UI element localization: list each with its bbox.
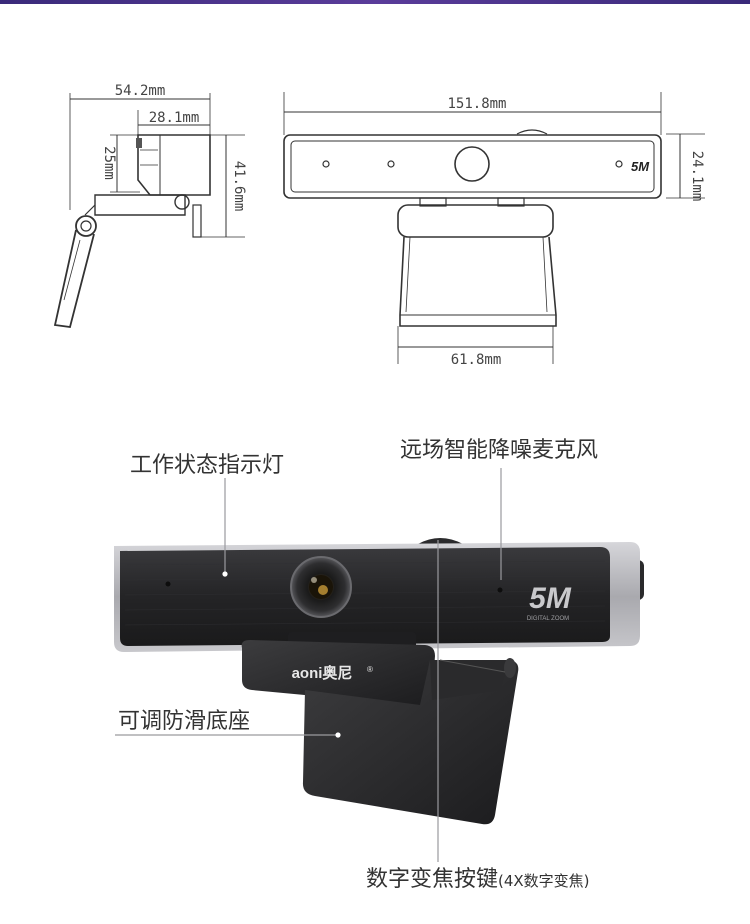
- front-view-diagram: [283, 92, 705, 364]
- front-width-label: 151.8mm: [447, 96, 506, 112]
- top-accent-bar: [0, 0, 750, 4]
- zoom-button-callout: 数字变焦按键(4X数字变焦): [366, 861, 590, 893]
- front-height-label: 24.1mm: [689, 151, 705, 202]
- drawing-5m-badge: 5M: [631, 159, 650, 174]
- base-callout: 可调防滑底座: [118, 709, 251, 734]
- photo-5m-badge: 5M: [529, 582, 572, 615]
- status-light-callout: 工作状态指示灯: [130, 453, 285, 478]
- digital-zoom-caption: DIGITAL ZOOM: [527, 616, 569, 622]
- callout-lines: [115, 468, 502, 862]
- side-depth-label: 28.1mm: [149, 110, 200, 126]
- zoom-button-callout-note: (4X数字变焦): [498, 872, 590, 890]
- side-lens-height-label: 25mm: [101, 146, 117, 180]
- base-width-label: 61.8mm: [451, 352, 502, 368]
- product-photo: [114, 538, 644, 825]
- zoom-button-callout-label: 数字变焦按键: [366, 867, 499, 892]
- side-height-label: 41.6mm: [231, 161, 247, 212]
- microphone-callout: 远场智能降噪麦克风: [400, 438, 599, 463]
- brand-logo: aoni奥尼: [292, 664, 353, 682]
- brand-registered-mark: ®: [367, 665, 373, 674]
- side-view-diagram: [53, 93, 245, 328]
- side-width-label: 54.2mm: [115, 83, 166, 99]
